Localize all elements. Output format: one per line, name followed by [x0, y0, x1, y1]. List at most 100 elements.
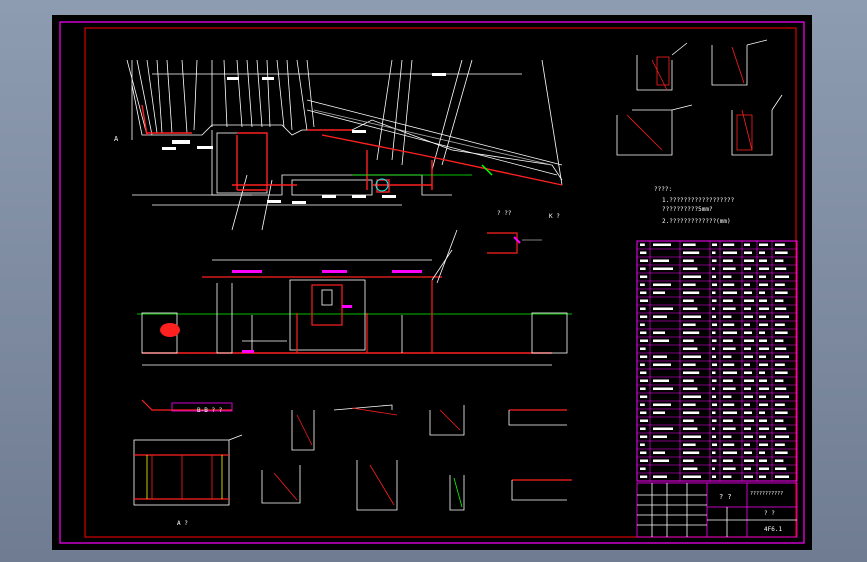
parts-cell-mark [775, 363, 785, 366]
parts-cell-mark [759, 435, 766, 438]
parts-cell-mark [683, 259, 694, 262]
parts-cell-mark [775, 435, 789, 438]
parts-cell-mark [640, 451, 647, 454]
parts-cell-mark [712, 347, 715, 350]
title-code: 4F6.1 [764, 526, 782, 533]
parts-cell-mark [653, 283, 671, 286]
parts-cell-mark [744, 411, 752, 414]
parts-cell-mark [759, 339, 767, 342]
parts-cell-mark [744, 291, 752, 294]
parts-cell-mark [723, 371, 737, 374]
parts-cell-mark [640, 243, 645, 246]
parts-cell-mark [653, 459, 669, 462]
parts-cell-mark [640, 379, 648, 382]
parts-cell-mark [683, 355, 701, 358]
parts-cell-mark [653, 331, 665, 334]
parts-cell-mark [653, 387, 673, 390]
parts-cell-mark [712, 371, 716, 374]
parts-cell-mark [723, 307, 736, 310]
parts-cell-mark [640, 291, 647, 294]
parts-cell-mark [712, 331, 716, 334]
parts-cell-mark [775, 243, 785, 246]
parts-cell-mark [683, 379, 694, 382]
parts-cell-mark [640, 283, 645, 286]
parts-cell-mark [640, 475, 648, 478]
dimension-text [162, 73, 446, 204]
parts-cell-mark [759, 451, 765, 454]
parts-cell-mark [640, 331, 647, 334]
parts-cell-mark [759, 379, 767, 382]
front-view-marks [232, 270, 422, 353]
parts-cell-mark [775, 403, 785, 406]
parts-cell-mark [723, 475, 732, 478]
parts-cell-mark [640, 387, 646, 390]
parts-cell-mark [653, 379, 669, 382]
parts-cell-mark [712, 451, 716, 454]
parts-cell-mark [683, 411, 700, 414]
parts-cell-mark [683, 459, 694, 462]
parts-cell-mark [759, 419, 767, 422]
parts-cell-mark [759, 459, 767, 462]
parts-cell-mark [744, 435, 753, 438]
parts-cell-mark [723, 331, 737, 334]
parts-cell-mark [640, 403, 645, 406]
parts-cell-mark [712, 283, 717, 286]
parts-cell-mark [712, 427, 715, 430]
parts-cell-mark [653, 403, 671, 406]
parts-cell-mark [759, 347, 769, 350]
parts-cell-mark [712, 435, 716, 438]
parts-cell-mark [712, 259, 717, 262]
parts-cell-mark [759, 251, 765, 254]
parts-cell-mark [653, 315, 667, 318]
parts-cell-mark [653, 291, 665, 294]
parts-cell-mark [640, 419, 648, 422]
parts-cell-mark [640, 315, 648, 318]
parts-cell-mark [653, 339, 669, 342]
parts-cell-mark [744, 467, 751, 470]
bottom-details [133, 399, 572, 511]
parts-cell-mark [723, 275, 732, 278]
parts-cell-mark [683, 283, 696, 286]
parts-cell-mark [723, 347, 736, 350]
parts-cell-mark [775, 475, 789, 478]
parts-cell-mark [744, 427, 751, 430]
parts-cell-mark [759, 371, 765, 374]
parts-cell-mark [653, 475, 667, 478]
parts-cell-mark [759, 355, 766, 358]
parts-cell-mark [683, 251, 700, 254]
parts-cell-mark [744, 371, 752, 374]
parts-cell-mark [775, 451, 788, 454]
parts-cell-mark [640, 435, 648, 438]
parts-cell-mark [683, 363, 696, 366]
parts-cell-mark [712, 467, 715, 470]
parts-cell-mark [683, 323, 696, 326]
parts-cell-mark [759, 323, 768, 326]
parts-cell-mark [640, 259, 648, 262]
parts-cell-mark [712, 363, 717, 366]
parts-cell-mark [744, 363, 750, 366]
cut-a-label: ? ?? [497, 210, 512, 217]
parts-cell-mark [775, 259, 784, 262]
outer-border [59, 21, 805, 544]
parts-cell-mark [653, 355, 667, 358]
parts-cell-mark [683, 475, 701, 478]
parts-cell-mark [744, 355, 753, 358]
parts-cell-mark [683, 371, 700, 374]
section-views [616, 39, 783, 156]
parts-cell-mark [712, 243, 717, 246]
side-view-parts [141, 104, 563, 193]
parts-cell-mark [683, 315, 701, 318]
parts-cell-mark [723, 291, 737, 294]
parts-cell-mark [775, 371, 788, 374]
parts-cell-mark [723, 355, 732, 358]
parts-cell-mark [640, 251, 647, 254]
parts-cell-mark [723, 467, 736, 470]
cut-k-label: K ? [549, 213, 560, 220]
parts-cell-mark [683, 307, 698, 310]
parts-cell-mark [775, 347, 787, 350]
parts-cell-mark [775, 379, 784, 382]
parts-cell-mark [744, 259, 754, 262]
parts-cell-mark [653, 267, 673, 270]
parts-cell-mark [712, 339, 717, 342]
parts-cell-mark [775, 419, 784, 422]
